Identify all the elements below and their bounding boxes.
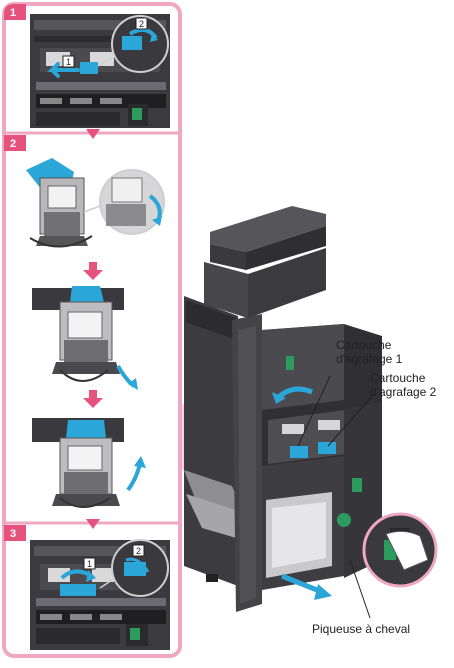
step-1-badge: 1 [4,4,26,20]
cartridge-1-label: Cartouche d'agrafage 1 [336,338,402,366]
step-transition-arrow [86,129,100,139]
svg-text:3: 3 [10,528,16,540]
svg-text:2: 2 [10,138,16,150]
svg-text:1: 1 [87,559,92,569]
cartridge-2-label-line-1: Cartouche [370,371,426,385]
saddle-stitcher-label: Piqueuse à cheval [312,622,411,636]
leader-line-cartridge-1 [297,375,331,447]
leader-line-saddle-stitcher [349,559,371,619]
cartridge-2-label: Cartouche d'agrafage 2 [370,371,436,399]
step-3-badge: 3 [4,525,26,541]
step-3-illustration: 1 2 [30,539,170,650]
step-transition-arrow [86,519,100,529]
machine-illustration [184,206,438,612]
svg-text:2: 2 [139,19,144,29]
sequence-arrow [83,390,103,408]
svg-text:2: 2 [136,546,141,556]
svg-text:1: 1 [66,57,71,67]
step-2-cartridge-removed [26,158,165,248]
cartridge-1-label-line-1: Cartouche [336,338,392,352]
step-1-illustration: 1 2 [30,14,170,128]
step-2-badge: 2 [4,135,26,151]
svg-text:1: 1 [10,7,16,19]
cartridge-2-label-line-2: d'agrafage 2 [370,385,437,399]
step-2-cartridge-open [32,286,138,390]
step-2-cartridge-closed [32,418,146,508]
leader-line-cartridge-2 [327,393,375,447]
cartridge-1-label-line-2: d'agrafage 1 [336,352,403,366]
sequence-arrow [83,262,103,280]
